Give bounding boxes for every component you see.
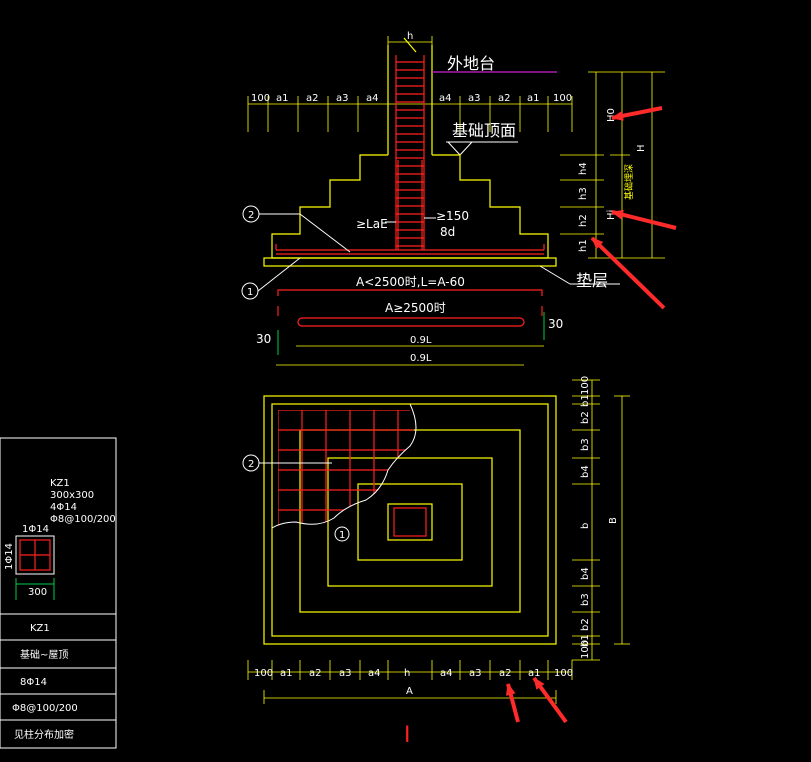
arrow-h1 <box>590 236 666 310</box>
detail-stirrups: Φ8@100/200 <box>50 514 116 525</box>
section-top-dim-0: 100 <box>251 93 270 104</box>
embed-depth-label: 基础埋深 <box>623 164 635 200</box>
offset-30-right: 30 <box>548 317 563 331</box>
section-top-dim-6: a3 <box>468 93 481 104</box>
arrow-hj <box>611 209 677 230</box>
plan-bottom-dims: A 100 a1 a2 a3 a4 h a4 a3 a2 a1 100 <box>247 660 573 704</box>
plan-right-dim-7: b3 <box>580 593 591 606</box>
section-top-dim-5: a4 <box>439 93 452 104</box>
arrow-a2 <box>505 683 520 723</box>
hook-label: ≥150 <box>436 209 469 223</box>
plan-bottom-dim-7: a3 <box>469 668 482 679</box>
foundation-top: 基础顶面 <box>446 121 518 156</box>
h4-label: h4 <box>578 162 589 175</box>
detail-width: 300 <box>28 587 47 598</box>
slab-rebar <box>275 244 545 255</box>
plan-bottom-dim-8: a2 <box>499 668 512 679</box>
section-callout-2: 2 <box>248 210 254 221</box>
outer-grade: 外地台 <box>432 54 557 73</box>
h0-label: H0 <box>606 108 617 122</box>
table-row-range: 基础~屋顶 <box>20 648 68 661</box>
section-top-dims: 100 a1 a2 a3 a4 a4 a3 a2 a1 100 <box>247 93 573 132</box>
column-rebar-cage <box>395 55 425 250</box>
section-top-dim-7: a2 <box>498 93 511 104</box>
section-top-dim-9: 100 <box>553 93 572 104</box>
len-1-label: 0.9L <box>410 335 432 346</box>
detail-size: 300x300 <box>50 490 94 501</box>
total-width-label: A <box>406 686 413 697</box>
h-total-label: H <box>636 144 647 152</box>
plan-bottom-dim-2: a2 <box>309 668 322 679</box>
table-row-note: 见柱分布加密 <box>14 728 74 741</box>
plan-callouts: 2 1 <box>242 454 350 542</box>
plan-bottom-dim-0: 100 <box>254 668 273 679</box>
section-callouts: 2 1 <box>241 205 351 300</box>
detail-name: KZ1 <box>50 478 70 489</box>
detail-vertical-bar: 1Φ14 <box>4 543 15 570</box>
section-top-dim-2: a2 <box>306 93 319 104</box>
plan-right-dim-5: b <box>580 523 591 529</box>
arrow-a1 <box>532 676 568 724</box>
section-view: h 外地台 100 a1 a2 a3 a4 a4 a3 a2 a1 100 基础顶面 垫层 <box>241 31 665 366</box>
plan-callout-2: 2 <box>248 459 254 470</box>
plan-callout-1: 1 <box>339 530 345 541</box>
plan-right-dim-1: b1 <box>580 394 591 407</box>
plan-right-dim-8: b2 <box>580 618 591 631</box>
plan-right-dim-9: b1 <box>580 634 591 647</box>
h2-label: h2 <box>578 214 589 227</box>
column-outline <box>387 37 433 155</box>
plan-right-dim-2: b2 <box>580 411 591 424</box>
section-right-dims: H0 H h4 h3 h2 h1 Hj 基础埋深 <box>560 71 665 259</box>
plan-right-dim-10: 100 <box>580 640 591 659</box>
plan-bottom-dim-1: a1 <box>280 668 293 679</box>
section-mark: I <box>404 723 411 748</box>
section-callout-1: 1 <box>247 287 253 298</box>
column-width-label: h <box>407 31 413 42</box>
rule-large-label: A≥2500时 <box>385 301 446 315</box>
len-2-label: 0.9L <box>410 353 432 364</box>
h3-label: h3 <box>578 187 589 200</box>
section-top-dim-8: a1 <box>527 93 540 104</box>
section-top-dim-1: a1 <box>276 93 289 104</box>
bar-details: A<2500时,L=A-60 A≥2500时 30 30 0.9L 0.9L <box>256 275 563 366</box>
foundation-top-label: 基础顶面 <box>452 121 516 140</box>
rule-small-label: A<2500时,L=A-60 <box>356 275 465 289</box>
plan-right-dim-6: b4 <box>580 567 591 580</box>
plan-bottom-dim-5: h <box>404 668 410 679</box>
anchor-notes: ≥LaE ≥150 8d <box>356 209 469 239</box>
table-row-main-bars: 8Φ14 <box>20 677 47 688</box>
column-width-dim: h <box>387 31 433 48</box>
detail-corner-bars: 4Φ14 <box>50 502 77 513</box>
total-height-label: B <box>608 517 619 524</box>
h1-label: h1 <box>578 239 589 252</box>
plan-bottom-dim-10: 100 <box>554 668 573 679</box>
plan-bottom-dim-4: a4 <box>368 668 381 679</box>
plan-right-dim-4: b4 <box>580 465 591 478</box>
plan-right-dim-0: 100 <box>580 376 591 395</box>
section-top-dim-3: a3 <box>336 93 349 104</box>
plan-bottom-dim-6: a4 <box>440 668 453 679</box>
bar-dia-label: 8d <box>440 225 455 239</box>
detail-side-bar: 1Φ14 <box>22 524 49 535</box>
plan-bottom-dim-3: a3 <box>339 668 352 679</box>
section-top-dim-4: a4 <box>366 93 379 104</box>
plan-outline <box>263 395 557 645</box>
anchor-label: ≥LaE <box>356 217 388 231</box>
arrow-h0 <box>611 106 663 121</box>
offset-30-left: 30 <box>256 332 271 346</box>
plan-rebar-mesh <box>271 403 417 529</box>
cushion-label: 垫层 <box>576 271 608 290</box>
table-row-name: KZ1 <box>30 623 50 634</box>
annotation-arrows <box>505 106 677 724</box>
cushion-layer: 垫层 <box>263 257 620 290</box>
plan-bottom-dim-9: a1 <box>528 668 541 679</box>
plan-right-dim-3: b3 <box>580 438 591 451</box>
outer-grade-label: 外地台 <box>447 54 495 73</box>
table-row-stirrups: Φ8@100/200 <box>12 703 78 714</box>
column-table: KZ1 300x300 4Φ14 Φ8@100/200 1Φ14 1Φ14 30… <box>0 437 117 749</box>
column-detail: KZ1 300x300 4Φ14 Φ8@100/200 1Φ14 1Φ14 30… <box>4 478 116 600</box>
